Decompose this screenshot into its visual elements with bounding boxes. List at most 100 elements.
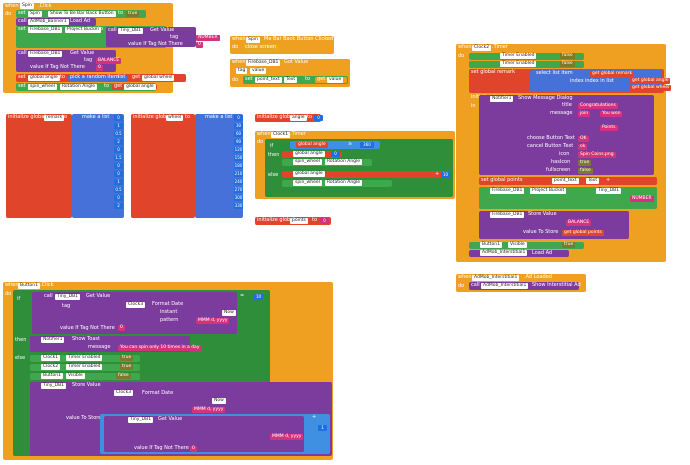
- message-part[interactable]: Points: [600, 125, 618, 131]
- compare-value[interactable]: 360: [360, 142, 374, 148]
- component-dropdown[interactable]: point_text: [255, 77, 282, 83]
- init-value[interactable]: 0: [320, 218, 329, 224]
- clock-now[interactable]: Now: [222, 310, 236, 316]
- list-value[interactable]: 0: [234, 115, 243, 121]
- ifnot-text[interactable]: 0: [118, 325, 125, 331]
- tag-text[interactable]: BALANCE: [566, 220, 592, 226]
- step-value[interactable]: 10: [441, 172, 450, 178]
- variable-dropdown[interactable]: global angle: [293, 151, 325, 157]
- ifnot-text[interactable]: 0: [96, 65, 103, 71]
- set-global-block[interactable]: [282, 171, 450, 178]
- list-value[interactable]: 1: [114, 179, 123, 185]
- component-dropdown[interactable]: Tiny_DB1: [118, 28, 144, 34]
- init-global-remark-block[interactable]: [6, 114, 72, 218]
- list-value[interactable]: 0: [114, 115, 123, 121]
- component-dropdown[interactable]: AdMob_Interstitial1: [472, 275, 520, 281]
- component-dropdown[interactable]: Clock3: [114, 390, 134, 396]
- list-value[interactable]: 0.5: [114, 187, 123, 193]
- component-dropdown[interactable]: Clock1: [271, 132, 291, 138]
- list-value[interactable]: 330: [234, 203, 243, 209]
- get-global-points[interactable]: get global points: [562, 230, 604, 236]
- variable-dropdown[interactable]: global wheel: [142, 75, 175, 81]
- component-dropdown[interactable]: AdMob_Interstitial1: [480, 250, 528, 256]
- list-value[interactable]: 120: [234, 147, 243, 153]
- component-dropdown[interactable]: Clock1: [41, 355, 61, 361]
- list-value[interactable]: 180: [234, 163, 243, 169]
- close-screen-block[interactable]: [243, 44, 279, 52]
- component-dropdown[interactable]: Tiny_DB1: [41, 383, 67, 389]
- component-dropdown[interactable]: Tiny_DB1: [128, 417, 154, 423]
- bool-false[interactable]: false: [578, 168, 593, 174]
- list-value[interactable]: 2: [114, 139, 123, 145]
- component-dropdown[interactable]: point_text: [552, 178, 579, 184]
- choose-text[interactable]: OK: [578, 136, 589, 142]
- set-value[interactable]: 0: [331, 151, 340, 157]
- property-dropdown[interactable]: Rotation Angle: [325, 159, 363, 165]
- component-dropdown[interactable]: Firebase_DB1: [490, 212, 525, 218]
- list-value[interactable]: 270: [234, 187, 243, 193]
- bool-true[interactable]: true: [562, 242, 576, 248]
- property-dropdown[interactable]: Project Bucket: [65, 27, 102, 33]
- component-dropdown[interactable]: Tiny_DB1: [596, 188, 622, 194]
- variable-name[interactable]: points: [290, 218, 308, 224]
- property-dropdown[interactable]: Text: [586, 178, 600, 184]
- component-dropdown[interactable]: Button1: [480, 242, 502, 248]
- get-global-remark[interactable]: get global remark: [590, 71, 635, 77]
- list-value[interactable]: 1: [114, 123, 123, 129]
- variable-dropdown[interactable]: global angle: [28, 75, 60, 81]
- cancel-text[interactable]: ok: [578, 144, 588, 150]
- component-dropdown[interactable]: Button1: [18, 283, 40, 289]
- message-part[interactable]: You won: [600, 111, 623, 117]
- component-dropdown[interactable]: spin_wheel: [293, 159, 322, 165]
- param-tag[interactable]: tag: [236, 68, 248, 74]
- init-global-wheel-block[interactable]: [131, 114, 195, 218]
- title-text[interactable]: Congratulations: [578, 103, 618, 109]
- component-dropdown[interactable]: Notifier1: [41, 337, 65, 343]
- join-block[interactable]: join: [578, 111, 591, 117]
- bool-false[interactable]: false: [560, 53, 575, 59]
- variable-dropdown[interactable]: value: [327, 77, 344, 83]
- property-dropdown[interactable]: Timer Enabled: [66, 364, 103, 370]
- tag-text[interactable]: NUMBER: [630, 196, 654, 202]
- list-value[interactable]: 150: [234, 155, 243, 161]
- property-dropdown[interactable]: Show To Be Bar Back Button: [48, 11, 116, 17]
- component-dropdown[interactable]: Firebase_DB1: [28, 51, 63, 57]
- variable-name[interactable]: remark: [44, 115, 65, 121]
- get-global-angle[interactable]: global angle: [296, 142, 328, 148]
- property-dropdown[interactable]: Timer Enabled: [66, 355, 103, 361]
- setter-block[interactable]: [30, 373, 140, 380]
- component-dropdown[interactable]: Clock2: [41, 364, 61, 370]
- list-value[interactable]: 210: [234, 171, 243, 177]
- ifnot-text[interactable]: 0: [196, 42, 203, 48]
- property-dropdown[interactable]: Rotation Angle: [325, 180, 363, 186]
- component-dropdown[interactable]: Spin: [28, 11, 42, 17]
- list-value[interactable]: 240: [234, 179, 243, 185]
- pattern-text[interactable]: MMM d, yyyy: [270, 434, 304, 440]
- pattern-text[interactable]: MMM d, yyyy: [192, 407, 226, 413]
- bool-false[interactable]: false: [116, 373, 131, 379]
- bool-true[interactable]: true: [120, 364, 134, 370]
- property-dropdown[interactable]: Timer Enabled: [500, 61, 537, 67]
- list-value[interactable]: 0: [114, 147, 123, 153]
- icon-text[interactable]: Spin Coins.png: [578, 152, 616, 158]
- component-dropdown[interactable]: Notifier1: [490, 96, 514, 102]
- variable-name[interactable]: wheel: [166, 115, 184, 121]
- init-global-angle-block[interactable]: [255, 114, 321, 122]
- component-dropdown[interactable]: Clock2: [472, 45, 492, 51]
- component-dropdown[interactable]: Firebase_DB1: [246, 60, 281, 66]
- list-value[interactable]: 0: [114, 163, 123, 169]
- component-dropdown[interactable]: AdMob_Interstitial1: [481, 283, 529, 289]
- component-dropdown[interactable]: Tiny_DB1: [55, 294, 81, 300]
- component-dropdown[interactable]: Clock3: [126, 302, 146, 308]
- component-dropdown[interactable]: Spin: [246, 37, 260, 43]
- list-value[interactable]: 60: [234, 131, 243, 137]
- tag-text[interactable]: NUMBER: [196, 35, 220, 41]
- get-global-wheel[interactable]: get global wheel: [630, 85, 672, 91]
- pick-random-block[interactable]: [68, 75, 128, 81]
- property-dropdown[interactable]: Text: [284, 77, 298, 83]
- list-value[interactable]: 0: [114, 195, 123, 201]
- compare-block[interactable]: [290, 141, 380, 149]
- bool-false[interactable]: false: [560, 61, 575, 67]
- list-value[interactable]: 2: [114, 203, 123, 209]
- message-dialog-block[interactable]: [479, 95, 654, 175]
